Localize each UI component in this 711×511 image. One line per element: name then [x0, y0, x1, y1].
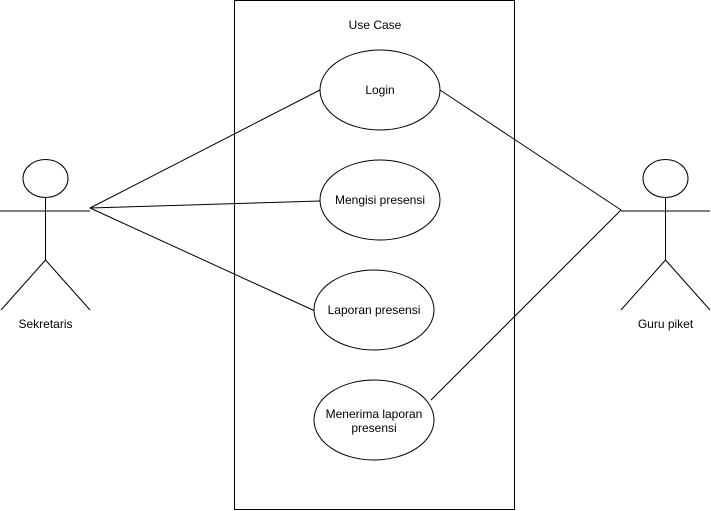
actor-guru-piket-label: Guru piket	[638, 317, 694, 331]
association-guru-menerima	[430, 209, 622, 401]
actor-sekretaris-right-leg	[45, 259, 91, 311]
use-case-login[interactable]: Login	[319, 49, 441, 131]
association-sekretaris-mengisi	[89, 200, 321, 209]
use-case-menerima-laporan-presensi-shape[interactable]	[313, 379, 435, 461]
actor-guru-piket[interactable]	[620, 159, 711, 311]
system-boundary-box	[234, 0, 515, 510]
actor-guru-piket-left-leg	[620, 259, 666, 311]
association-guru-login	[439, 89, 622, 211]
associations	[89, 89, 622, 401]
actor-guru-piket-head	[642, 159, 689, 198]
association-sekretaris-laporan	[89, 207, 316, 312]
use-case-mengisi-presensi-label: Mengisi presensi	[335, 193, 425, 207]
use-case-menerima-laporan-presensi-label-line1: Menerima laporan	[326, 407, 423, 421]
use-case-laporan-presensi-shape[interactable]	[313, 269, 435, 351]
actor-guru-piket-right-leg	[665, 259, 711, 311]
use-case-menerima-laporan-presensi-label-line2: presensi	[351, 421, 396, 435]
use-case-login-label: Login	[365, 83, 394, 97]
system-boundary: Use Case	[234, 0, 515, 510]
use-case-laporan-presensi[interactable]: Laporan presensi	[313, 269, 435, 351]
actor-sekretaris-left-leg	[0, 259, 46, 311]
use-case-mengisi-presensi-shape[interactable]	[319, 159, 441, 241]
actor-sekretaris-label: Sekretaris	[18, 317, 72, 331]
use-case-laporan-presensi-label: Laporan presensi	[328, 303, 421, 317]
association-sekretaris-login	[89, 89, 321, 209]
use-case-mengisi-presensi[interactable]: Mengisi presensi	[319, 159, 441, 241]
actor-sekretaris[interactable]	[0, 159, 91, 311]
use-case-login-shape[interactable]	[319, 49, 441, 131]
actor-sekretaris-head	[22, 159, 69, 198]
use-case-menerima-laporan-presensi[interactable]: Menerima laporan presensi	[313, 379, 435, 461]
system-title: Use Case	[349, 18, 402, 32]
